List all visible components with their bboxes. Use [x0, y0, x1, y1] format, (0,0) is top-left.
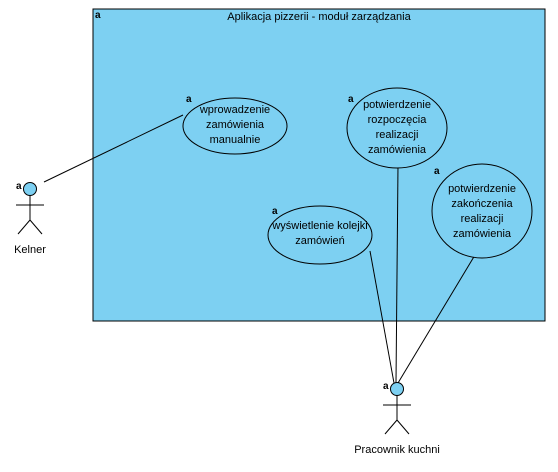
use-case-uc3-line: realizacji — [460, 213, 504, 225]
use-case-uc4-line: zamówień — [295, 235, 345, 247]
use-case-uc3-line: zamówienia — [452, 228, 512, 240]
association-kelner-uc1[interactable] — [43, 114, 184, 183]
actor-kelner-head — [23, 182, 37, 196]
actor-pracownik-head — [390, 382, 404, 396]
system-title: Aplikacja pizzerii - moduł zarządzania — [227, 11, 411, 23]
use-case-uc2-line: zamówienia — [367, 144, 427, 156]
use-case-uc1-line: manualnie — [209, 134, 261, 146]
use-case-uc4-ellipse[interactable] — [267, 205, 373, 265]
association-pracownik-uc2[interactable] — [395, 164, 399, 384]
use-case-uc2-line: potwierdzenie — [363, 99, 431, 111]
use-case-uc1-label: wprowadzenie zamówienia manualnie — [185, 103, 285, 148]
use-case-uc1-mark: a — [186, 94, 192, 105]
actor-pracownik-mark: a — [383, 381, 389, 392]
use-case-uc4-mark: a — [272, 206, 278, 217]
use-case-uc2-label: potwierdzenie rozpoczęcia realizacji zam… — [347, 98, 447, 158]
use-case-uc2-line: realizacji — [375, 129, 419, 141]
use-case-uc2-mark: a — [348, 94, 354, 105]
use-case-uc3-ellipse[interactable] — [431, 163, 533, 259]
actor-pracownik-figure[interactable] — [383, 382, 411, 435]
use-case-uc3-label: potwierdzenie zakończenia realizacji zam… — [432, 182, 532, 242]
use-case-uc1-line: wprowadzenie — [199, 104, 271, 116]
system-stereotype-mark: a — [95, 10, 101, 21]
use-case-uc4-label: wyświetlenie kolejki zamówień — [260, 219, 380, 249]
use-case-uc3-line: zakończenia — [451, 198, 513, 210]
use-case-uc4-line: wyświetlenie kolejki — [272, 220, 368, 232]
use-case-uc2-line: rozpoczęcia — [367, 114, 427, 126]
actor-kelner-name: Kelner — [14, 244, 46, 256]
actor-kelner-figure[interactable] — [16, 182, 44, 235]
association-pracownik-uc4[interactable] — [369, 250, 395, 384]
use-case-uc3-line: potwierdzenie — [448, 183, 516, 195]
actor-pracownik-name: Pracownik kuchni — [354, 444, 440, 456]
use-case-uc2-ellipse[interactable] — [346, 87, 448, 169]
actor-kelner-mark: a — [16, 181, 22, 192]
use-case-uc1-line: zamówienia — [205, 119, 265, 131]
association-pracownik-uc3[interactable] — [397, 254, 476, 384]
use-case-uc1-ellipse[interactable] — [182, 97, 288, 155]
use-case-uc3-mark: a — [434, 166, 440, 177]
associations — [43, 114, 476, 384]
